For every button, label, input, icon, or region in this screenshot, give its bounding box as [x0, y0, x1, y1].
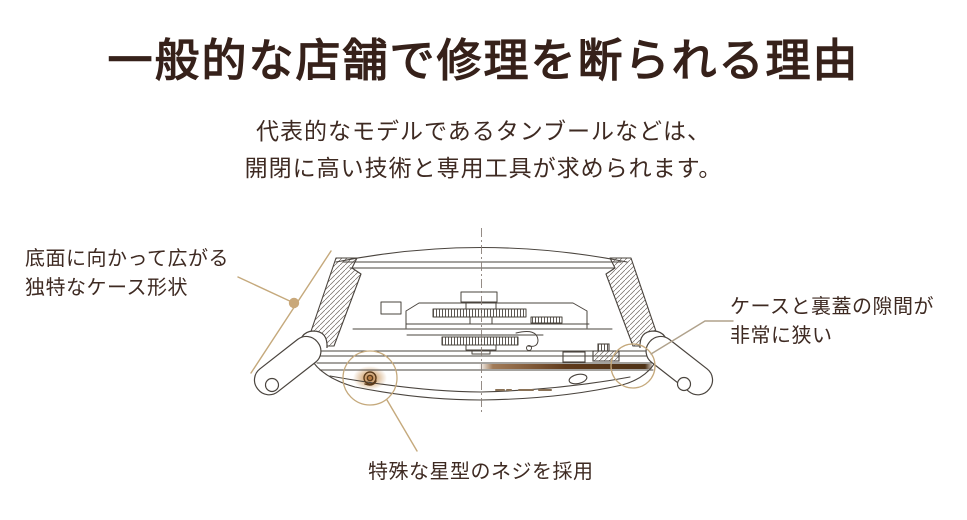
- callout-case-shape-line2: 独特なケース形状: [25, 277, 188, 299]
- back-detail-ellipse: [568, 373, 588, 385]
- callout-case-shape-line1: 底面に向かって広がる: [25, 248, 229, 270]
- case-shape-guide-line: [250, 250, 332, 374]
- callout-gap-line2: 非常に狭い: [730, 325, 833, 347]
- callout-screw-label: 特殊な星型のネジを採用: [368, 458, 594, 487]
- gear-train-upper: [432, 308, 527, 318]
- subtitle-line2: 開閉に高い技術と専用工具が求められます。: [244, 155, 723, 181]
- callout-gap-line1: ケースと裏蓋の隙間が: [730, 296, 934, 318]
- case-shape-leader-line: [237, 276, 295, 304]
- lug-left: [253, 335, 322, 396]
- screw-highlight-circle: [342, 350, 398, 406]
- caseback: [305, 343, 662, 401]
- page-title: 一般的な店舗で修理を断られる理由: [107, 36, 860, 86]
- callout-gap-label: ケースと裏蓋の隙間が 非常に狭い: [730, 293, 934, 351]
- callout-case-shape-label: 底面に向かって広がる 独特なケース形状: [25, 245, 229, 303]
- lugs: [253, 330, 714, 396]
- lug-right-hole: [676, 376, 692, 392]
- winding-lever: [515, 331, 539, 347]
- case-shape-marker-dot: [288, 297, 300, 309]
- lug-right: [645, 335, 714, 396]
- gear-train-lower: [441, 336, 519, 346]
- gear-train-right: [530, 316, 563, 324]
- movement: [352, 291, 613, 355]
- callout-graphics: [237, 250, 734, 452]
- gap-leader-line: [650, 320, 734, 355]
- screw-leader-line: [386, 399, 418, 452]
- subtitle-line1: 代表的なモデルであるタンブールなどは、: [255, 118, 712, 144]
- callout-screw-text: 特殊な星型のネジを採用: [368, 461, 594, 483]
- star-screw: [363, 371, 377, 386]
- gap-highlight-circle: [610, 343, 656, 389]
- lug-left-hole: [264, 377, 280, 393]
